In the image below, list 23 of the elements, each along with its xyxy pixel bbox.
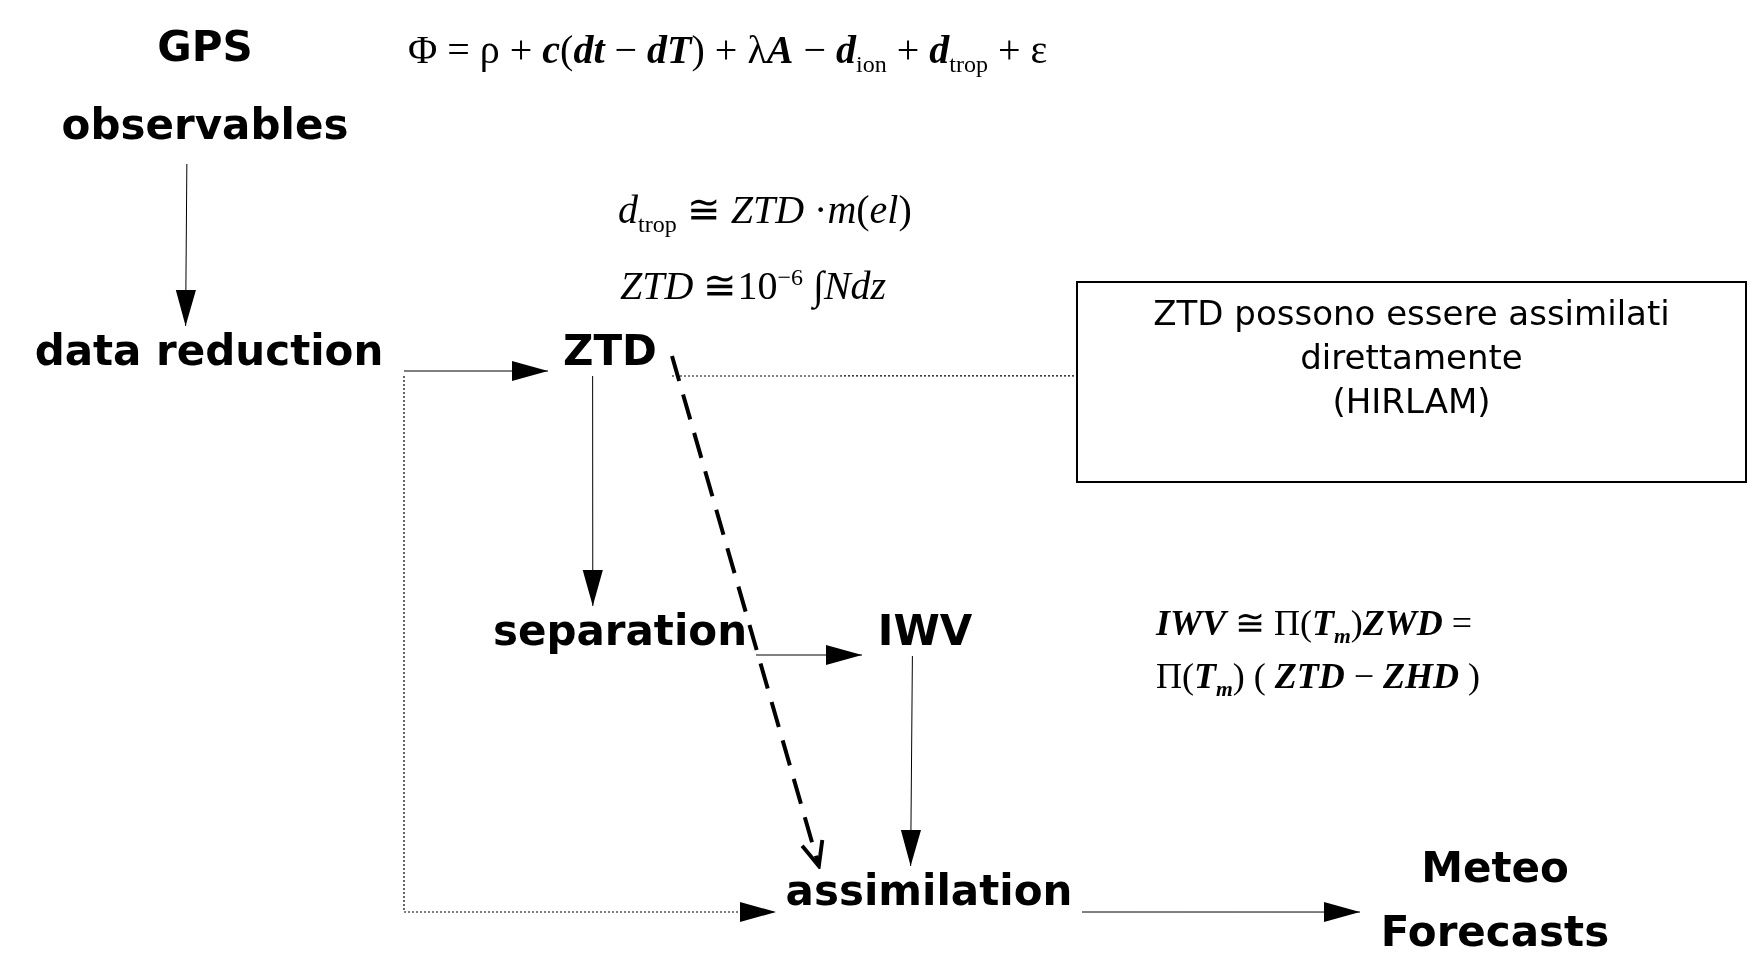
arrow <box>1081 901 1361 923</box>
step-label: IWV <box>862 606 988 656</box>
heading-label: GPS observables <box>40 8 370 164</box>
step-label: data reduction <box>14 326 404 376</box>
step-label: separation <box>484 606 756 656</box>
heading-label: Meteo Forecasts <box>1360 836 1630 964</box>
step-label: ZTD <box>548 326 672 376</box>
arrow <box>403 375 777 923</box>
formula: d$_{trop}$ ≅ ZTD ·m(el) <box>618 186 912 239</box>
formula: IWV ≅ Π(T$_{m}$)ZWD = Π(T$_{m}$) ( ZTD − ZHD ) <box>1156 602 1482 704</box>
note-text: (HIRLAM) <box>1331 380 1492 424</box>
formula: ZTD ≅10$^{−6}$ ∫Ndz <box>620 262 887 312</box>
note-text: ZTD possono essere assimilati direttamente <box>1152 292 1671 380</box>
arrow <box>175 163 196 327</box>
formula: Φ = ρ + c(dt − dT) + λA − d$_{ion}$ + d$_{trop}$ + ε <box>408 26 1048 79</box>
arrow <box>670 355 825 868</box>
connector-line <box>671 375 1077 377</box>
arrow <box>403 360 549 382</box>
arrow <box>900 655 921 867</box>
step-label: assimilation <box>776 866 1082 916</box>
arrow <box>755 644 863 666</box>
note-box <box>1076 281 1747 483</box>
arrow <box>582 375 603 607</box>
